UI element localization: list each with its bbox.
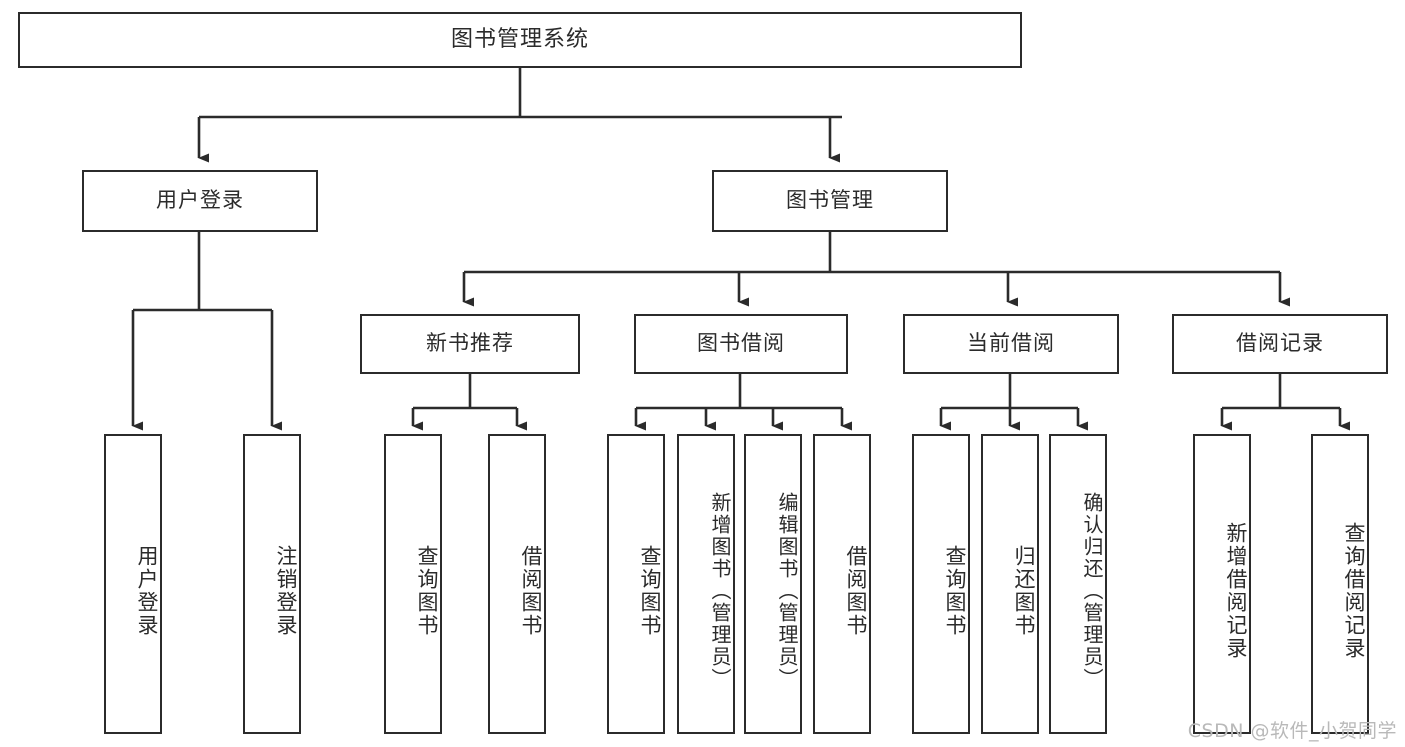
- leaf-query-book-borrow[interactable]: 查询图书: [607, 434, 665, 734]
- node-current-borrow[interactable]: 当前借阅: [903, 314, 1119, 374]
- leaf-query-book-current[interactable]: 查询图书: [912, 434, 970, 734]
- leaf-logout[interactable]: 注销登录: [243, 434, 301, 734]
- leaf-edit-book-admin[interactable]: 编辑图书（管理员）: [744, 434, 802, 734]
- node-book-borrow[interactable]: 图书借阅: [634, 314, 848, 374]
- leaf-add-borrow-record[interactable]: 新增借阅记录: [1193, 434, 1251, 734]
- leaf-query-borrow-record[interactable]: 查询借阅记录: [1311, 434, 1369, 734]
- leaf-query-book-new[interactable]: 查询图书: [384, 434, 442, 734]
- csdn-watermark: CSDN @软件_小贺同学: [1187, 720, 1397, 742]
- node-user-login[interactable]: 用户登录: [82, 170, 318, 232]
- node-borrow-record[interactable]: 借阅记录: [1172, 314, 1388, 374]
- leaf-borrow-book[interactable]: 借阅图书: [813, 434, 871, 734]
- leaf-add-book-admin[interactable]: 新增图书（管理员）: [677, 434, 735, 734]
- node-book-management[interactable]: 图书管理: [712, 170, 948, 232]
- leaf-confirm-return-admin[interactable]: 确认归还（管理员）: [1049, 434, 1107, 734]
- leaf-return-book[interactable]: 归还图书: [981, 434, 1039, 734]
- node-new-book-recommend[interactable]: 新书推荐: [360, 314, 580, 374]
- node-root-book-management-system[interactable]: 图书管理系统: [18, 12, 1022, 68]
- leaf-user-login[interactable]: 用户登录: [104, 434, 162, 734]
- leaf-borrow-book-new[interactable]: 借阅图书: [488, 434, 546, 734]
